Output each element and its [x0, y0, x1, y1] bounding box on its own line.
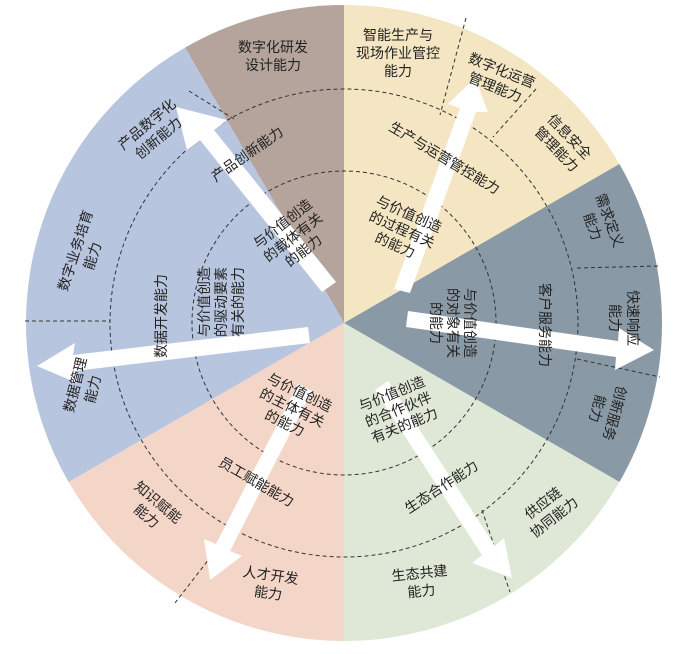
arrow-carrier: [176, 107, 336, 292]
outer-line: 能力: [384, 64, 412, 80]
middle-ring: [109, 88, 579, 558]
divider-process-a: [439, 17, 467, 116]
outer-line: 数字化研发: [238, 40, 308, 56]
arrow-process: [394, 78, 488, 293]
inner-line: 与价值创造: [197, 267, 213, 337]
arrow-object: [406, 311, 654, 370]
outer-line: 生态共建: [391, 563, 448, 585]
middle-line: 数据开发能力: [154, 274, 170, 358]
outer-line: 人才开发: [242, 564, 300, 588]
arrows: [37, 78, 654, 580]
inner-line: 的驱动要素: [214, 267, 230, 337]
arrow-subject: [204, 384, 312, 580]
divider-carrier: [188, 90, 235, 120]
outer-line: 设计能力: [245, 58, 301, 74]
outer-line: 能力: [253, 584, 283, 604]
outer-label-talent: 人才开发能力: [239, 564, 299, 605]
outer-label-response: 快速响应能力: [606, 290, 641, 346]
middle-label-object: 客户服务能力: [536, 283, 553, 367]
ring-dividers: [109, 88, 579, 558]
sector-subject: [68, 323, 344, 641]
middle-line: 客户服务能力: [536, 283, 553, 367]
inner-label-object: 与价值创造的对象有关的能力: [427, 288, 477, 358]
sector-fills: [25, 5, 663, 641]
inner-label-driver: 与价值创造的驱动要素有关的能力: [197, 267, 247, 337]
outer-line: 能力: [585, 393, 608, 424]
outer-line: 能力: [407, 583, 437, 602]
middle-label-driver: 数据开发能力: [154, 274, 170, 358]
sector-object: [344, 164, 663, 482]
arrow-partner: [375, 381, 512, 578]
divider-process-b: [492, 88, 537, 138]
outer-line: 快速响应: [624, 290, 641, 346]
outer-label-smart-production: 智能生产与现场作业管控能力: [356, 28, 440, 80]
outer-label-ecosystem: 生态共建能力: [391, 563, 450, 603]
inner-ring: [191, 170, 497, 476]
inner-line: 的对象有关: [444, 288, 460, 358]
inner-line: 有关的能力: [231, 267, 247, 337]
outer-label-digital-rd: 数字化研发设计能力: [238, 40, 308, 74]
outer-line: 现场作业管控: [356, 46, 440, 62]
outer-line: 智能生产与: [363, 28, 433, 44]
arrow-driver: [37, 327, 310, 383]
sector-partner: [344, 323, 620, 641]
sector-driver: [25, 47, 344, 482]
outer-line: 能力: [606, 304, 622, 332]
outer-line: 能力: [82, 374, 104, 405]
inner-line: 与价值创造: [461, 288, 477, 358]
inner-line: 的能力: [427, 302, 443, 344]
